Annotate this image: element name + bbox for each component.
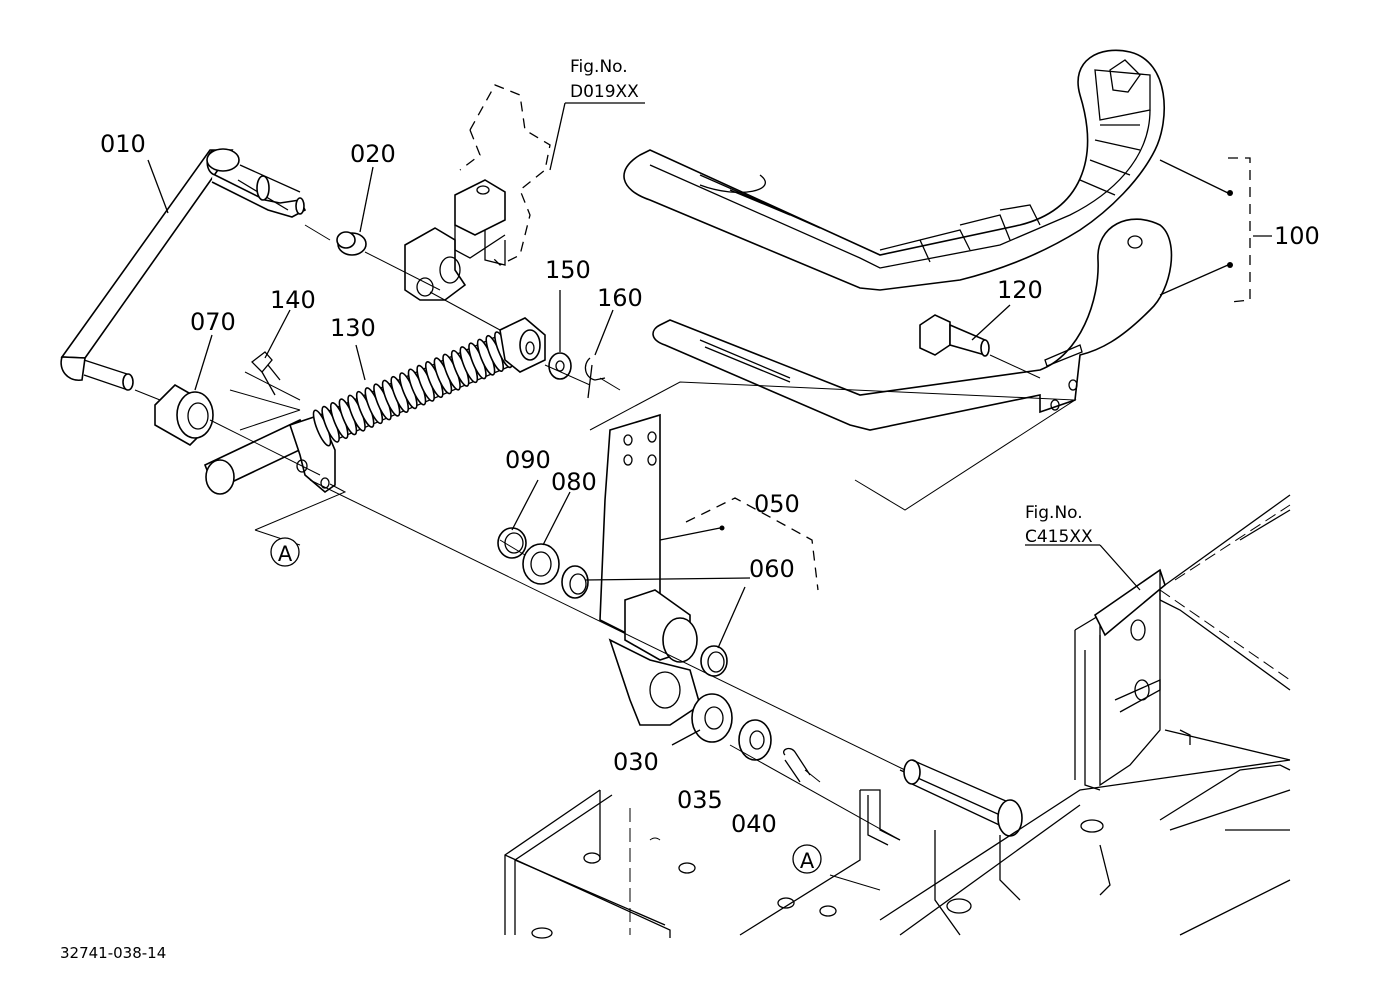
- part-030-washer: [691, 693, 733, 743]
- part-150-washer: [548, 352, 572, 380]
- frame-chassis: [504, 494, 1291, 939]
- label-070: 070: [190, 308, 236, 336]
- callout-a-bottom: A: [792, 844, 822, 874]
- label-100: 100: [1274, 222, 1320, 250]
- part-040-pin: [783, 747, 821, 783]
- label-090: 090: [505, 446, 551, 474]
- callout-a-bottom-text: A: [800, 849, 815, 873]
- label-160: 160: [597, 284, 643, 312]
- part-120-fitting: [919, 314, 1041, 379]
- part-080-washer: [522, 543, 560, 585]
- part-100-pedal-upper: [623, 49, 1165, 291]
- part-130-spring: [203, 317, 546, 495]
- leader-lines: [147, 102, 1272, 746]
- part-060-bushing-b: [700, 645, 728, 677]
- part-070-collar: [154, 384, 214, 446]
- label-035: 035: [677, 786, 723, 814]
- fig-ref-c415: Fig.No. C415XX: [1025, 503, 1093, 547]
- callout-a-left-text: A: [278, 542, 293, 566]
- label-020: 020: [350, 140, 396, 168]
- label-140: 140: [270, 286, 316, 314]
- part-160-pin: [584, 357, 621, 399]
- callout-a-left: A: [270, 537, 300, 567]
- label-150: 150: [545, 256, 591, 284]
- part-060-bushing-a: [561, 565, 589, 599]
- fig-ref-c415-title: Fig.No.: [1025, 503, 1083, 523]
- part-020-bushing: [336, 231, 441, 291]
- fig-ref-c415-code: C415XX: [1025, 527, 1093, 547]
- label-120: 120: [997, 276, 1043, 304]
- label-030: 030: [613, 748, 659, 776]
- part-050-arm: [599, 413, 701, 726]
- part-010-crank: [60, 148, 331, 401]
- label-060: 060: [749, 555, 795, 583]
- part-labels: 010 020 030 035 040 050 060 070 080 090 …: [100, 130, 1320, 838]
- part-035-washer: [738, 719, 772, 761]
- part-140-clip: [244, 351, 301, 401]
- dashed-brackets: [685, 157, 1251, 591]
- fig-ref-d019-code: D019XX: [570, 82, 639, 102]
- pedal-bracket: [404, 84, 551, 301]
- label-050: 050: [754, 490, 800, 518]
- label-040: 040: [731, 810, 777, 838]
- part-100-pedal-lower: [652, 218, 1173, 431]
- fig-ref-d019: Fig.No. D019XX: [570, 57, 639, 102]
- diagram-code: 32741-038-14: [60, 944, 166, 962]
- label-080: 080: [551, 468, 597, 496]
- label-130: 130: [330, 314, 376, 342]
- assembly-lines: [209, 291, 1077, 891]
- fig-ref-d019-title: Fig.No.: [570, 57, 628, 77]
- label-010: 010: [100, 130, 146, 158]
